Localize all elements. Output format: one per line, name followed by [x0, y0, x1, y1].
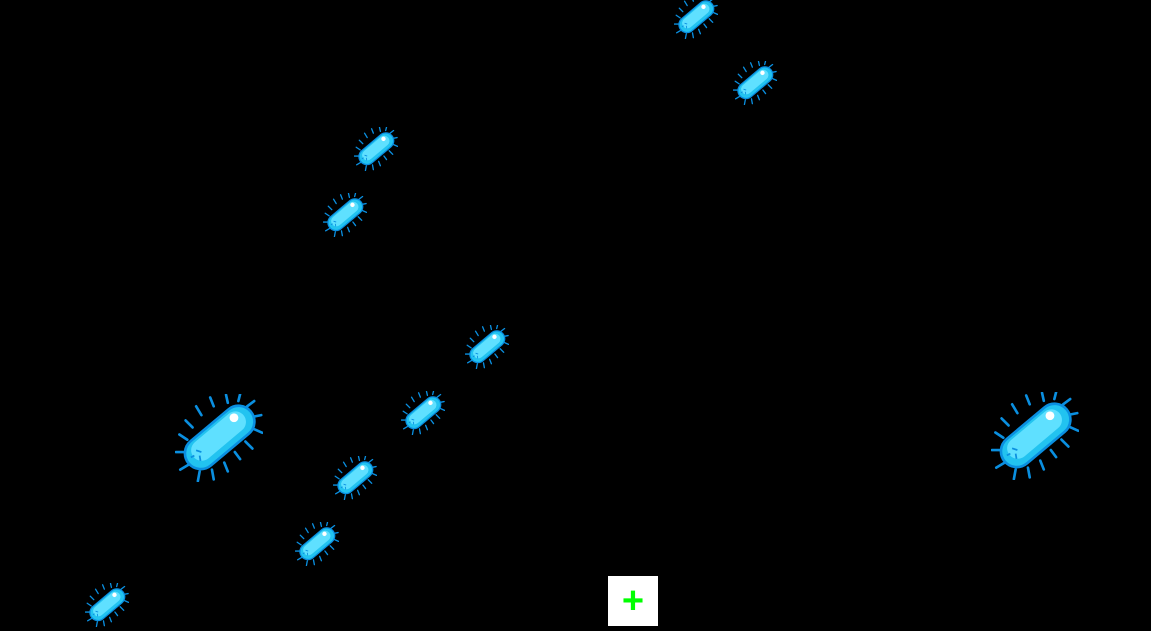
bacterium-icon[interactable]: [85, 583, 129, 627]
bacterium-icon[interactable]: [401, 391, 445, 435]
bacterium-icon[interactable]: [991, 392, 1079, 480]
bacterium-icon[interactable]: [733, 61, 777, 105]
plus-icon: +: [621, 580, 645, 622]
bacterium-icon[interactable]: [354, 127, 398, 171]
bacterium-icon[interactable]: [465, 325, 509, 369]
bacterium-icon[interactable]: [175, 394, 263, 482]
add-bacterium-button[interactable]: +: [608, 576, 658, 626]
bacterium-icon[interactable]: [295, 522, 339, 566]
bacterium-icon[interactable]: [333, 456, 377, 500]
bacterium-icon[interactable]: [674, 0, 718, 39]
bacterium-icon[interactable]: [323, 193, 367, 237]
